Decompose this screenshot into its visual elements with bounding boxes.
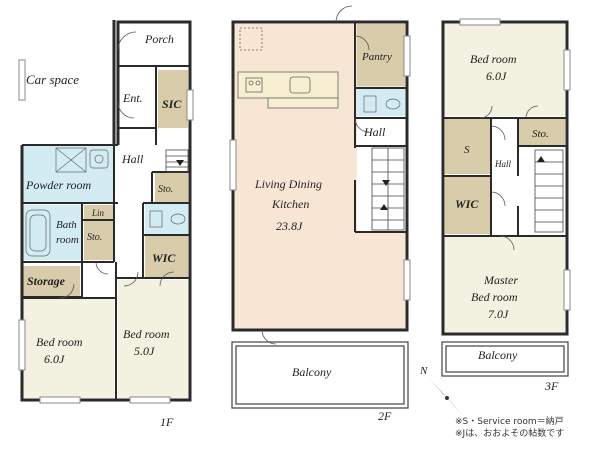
label-bathroom-2: room: [56, 234, 79, 246]
balcony-area-2f: [233, 342, 405, 408]
label-bedroom-3f: Bed room: [470, 52, 517, 66]
hall-area-2f: [357, 116, 405, 146]
label-hall-3f: Hall: [494, 159, 512, 169]
label-storage-small: Sto.: [158, 184, 173, 195]
label-hall-1f: Hall: [121, 152, 144, 166]
wall-3f-outer: [441, 20, 569, 336]
storage-area: [22, 266, 80, 296]
wic-area-1f: [145, 236, 188, 278]
label-storage-3f: Sto.: [532, 128, 549, 140]
storage-bath-area: [84, 220, 114, 260]
label-floor-2: 2F: [378, 409, 392, 423]
label-floor-1: 1F: [160, 415, 174, 429]
master-area: [445, 236, 565, 332]
label-bedroom-a: Bed room: [36, 335, 83, 349]
label-balcony-3f: Balcony: [478, 348, 518, 362]
label-wic-1f: WIC: [152, 251, 176, 265]
label-sic: SIC: [162, 97, 182, 111]
balcony-area-3f: [445, 342, 565, 376]
entrance-area: [118, 66, 156, 128]
label-floor-3: 3F: [544, 379, 559, 393]
label-bedroom-3f-size: 6.0J: [486, 69, 507, 83]
note-tatami: ※Jは、おおよその帖数です: [455, 429, 565, 439]
label-hall-2f: Hall: [363, 125, 386, 139]
label-balcony-2f: Balcony: [292, 365, 332, 379]
powder-room-area: [22, 145, 114, 203]
bedroom-b-area: [118, 280, 188, 398]
label-storage: Storage: [27, 274, 66, 288]
storage-area-3f: [518, 118, 565, 146]
toilet-area-2f: [357, 88, 405, 116]
label-master-size: 7.0J: [488, 307, 509, 321]
label-bathroom-1: Bath: [56, 219, 77, 231]
compass-icon: [427, 378, 467, 418]
label-bedroom-b: Bed room: [123, 327, 170, 341]
label-north: N: [419, 365, 428, 377]
toilet-area-1f: [145, 204, 188, 234]
floor-2: [229, 5, 411, 409]
bedroom-a-area: [22, 298, 114, 398]
label-linen: Lin: [91, 208, 105, 218]
label-master-1: Master: [483, 273, 518, 287]
floor-3: [441, 18, 571, 377]
label-bedroom-b-size: 5.0J: [134, 344, 155, 358]
car-space: [22, 20, 114, 145]
label-car-space: Car space: [26, 72, 79, 87]
storage-small-area: [155, 172, 188, 202]
note-service-room: ※S・Service room＝納戸: [455, 417, 564, 427]
label-pantry: Pantry: [361, 51, 392, 63]
stair-area-2f: [357, 146, 405, 232]
label-wic-3f: WIC: [455, 197, 479, 211]
label-porch: Porch: [144, 32, 174, 46]
label-powder-room: Powder room: [25, 178, 92, 192]
label-service-room: S: [464, 144, 470, 156]
linen-area: [84, 205, 114, 220]
legend-notes: ※S・Service room＝納戸 ※Jは、おおよその帖数です: [455, 416, 564, 440]
porch-area: [118, 22, 190, 64]
label-ldk-size: 23.8J: [276, 219, 303, 233]
label-master-2: Bed room: [471, 290, 518, 304]
wic-area-3f: [445, 176, 491, 234]
bedroom-area-3f: [445, 24, 565, 116]
label-ldk-1: Living Dining: [254, 177, 322, 191]
service-room-area: [445, 118, 491, 174]
label-storage-bath: Sto.: [87, 232, 102, 243]
floor-1: [18, 20, 194, 404]
pantry-area: [357, 24, 405, 86]
label-ldk-2: Kitchen: [271, 197, 309, 211]
label-bedroom-a-size: 6.0J: [44, 352, 65, 366]
bathroom-area: [22, 205, 82, 260]
label-entrance: Ent.: [122, 91, 143, 105]
